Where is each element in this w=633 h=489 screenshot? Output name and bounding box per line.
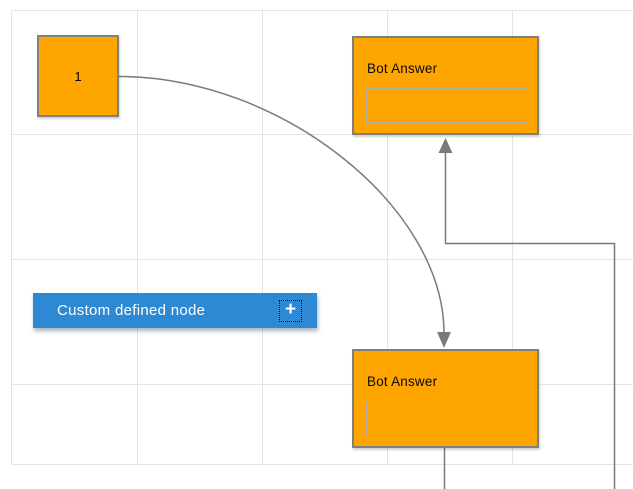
- node-custom-defined[interactable]: Custom defined node +: [33, 293, 317, 328]
- connector-bezier[interactable]: [118, 75, 451, 349]
- node-bot-answer-bottom[interactable]: Bot Answer: [352, 349, 539, 448]
- node-title: Bot Answer: [367, 374, 438, 389]
- arrowhead-down-icon: [437, 332, 451, 348]
- node-1-label: 1: [74, 68, 82, 84]
- add-node-button[interactable]: +: [279, 298, 302, 322]
- node-1[interactable]: 1: [37, 35, 119, 117]
- answer-field[interactable]: [366, 88, 528, 123]
- plus-icon: +: [284, 298, 297, 320]
- node-bot-answer-top[interactable]: Bot Answer: [352, 36, 539, 135]
- arrowhead-up-icon: [438, 138, 453, 153]
- node-title: Bot Answer: [367, 61, 438, 76]
- answer-field[interactable]: [366, 401, 528, 436]
- node-custom-label: Custom defined node: [57, 302, 206, 319]
